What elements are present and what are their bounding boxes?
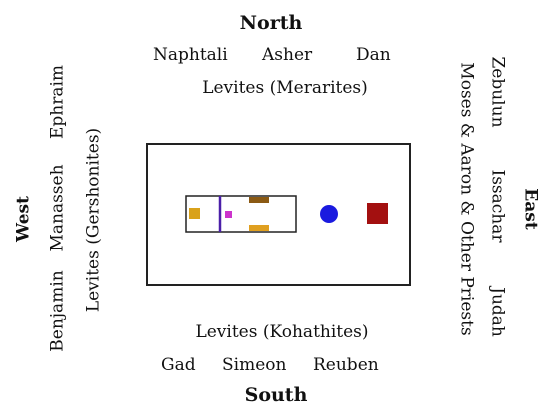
south-label: South bbox=[244, 384, 308, 406]
tribe-dan: Dan bbox=[356, 45, 391, 65]
table-icon bbox=[249, 197, 269, 203]
tribe-asher: Asher bbox=[262, 45, 313, 65]
tribe-gad: Gad bbox=[161, 355, 196, 375]
courtyard-outline bbox=[146, 143, 411, 286]
menorah-icon bbox=[249, 225, 269, 231]
north-label: North bbox=[239, 12, 303, 34]
laver-icon bbox=[320, 205, 338, 223]
tribe-reuben: Reuben bbox=[313, 355, 379, 375]
levites-kohathites: Levites (Kohathites) bbox=[195, 322, 369, 342]
levites-merarites: Levites (Merarites) bbox=[202, 78, 368, 98]
tribe-simeon: Simeon bbox=[222, 355, 287, 375]
tabernacle-outline bbox=[185, 195, 297, 233]
bronze-altar-icon bbox=[367, 203, 388, 224]
tribe-naphtali: Naphtali bbox=[153, 45, 228, 65]
ark-icon bbox=[189, 208, 200, 219]
incense-altar-icon bbox=[225, 211, 232, 218]
